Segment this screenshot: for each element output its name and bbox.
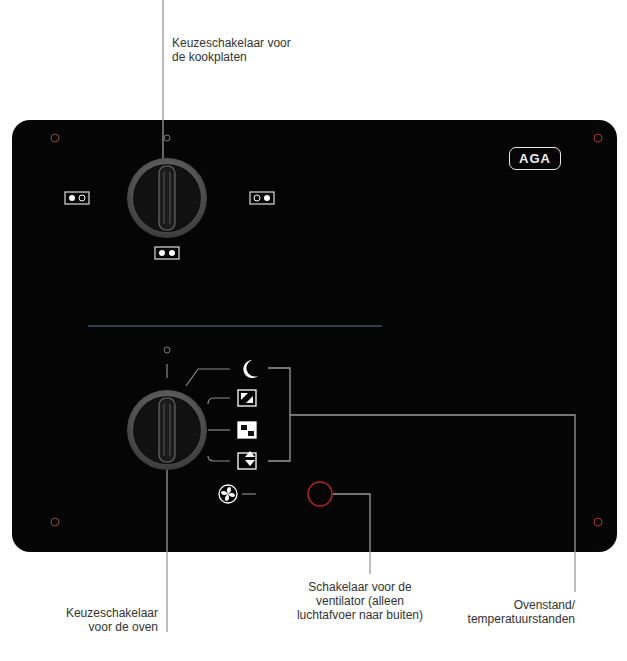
screw bbox=[51, 518, 59, 526]
hob-icon-both bbox=[155, 247, 179, 259]
divider bbox=[88, 325, 382, 327]
oven-knob bbox=[127, 390, 207, 470]
tick bbox=[166, 364, 167, 378]
indicator-dot bbox=[164, 347, 170, 353]
fan-icon bbox=[219, 485, 237, 503]
indicator-dot bbox=[164, 135, 170, 141]
hob-icon-right bbox=[250, 192, 274, 204]
bracket bbox=[268, 368, 290, 461]
moon-icon bbox=[243, 360, 258, 378]
screw bbox=[51, 134, 59, 142]
callout-label: Keuzeschakelaar voor de oven bbox=[58, 606, 158, 634]
callout-label: Schakelaar voor de ventilator (alleen lu… bbox=[290, 580, 430, 622]
leader-lines bbox=[163, 0, 575, 632]
screw bbox=[594, 518, 602, 526]
oven-icon-3 bbox=[238, 451, 256, 469]
hob-knob bbox=[127, 158, 207, 238]
logo-badge: AGA bbox=[509, 147, 561, 170]
panel bbox=[12, 120, 617, 552]
fan-switch bbox=[308, 482, 332, 506]
oven-icon-1 bbox=[238, 390, 256, 406]
dash bbox=[242, 493, 256, 494]
screw bbox=[594, 134, 602, 142]
setting-lines bbox=[186, 369, 230, 461]
callout-label: Keuzeschakelaar voor de kookplaten bbox=[172, 36, 292, 64]
logo-text: AGA bbox=[519, 151, 551, 166]
callout-label: Ovenstand/ temperatuurstanden bbox=[455, 598, 575, 626]
hob-icon-left bbox=[65, 192, 89, 204]
oven-icon-2 bbox=[238, 422, 256, 438]
